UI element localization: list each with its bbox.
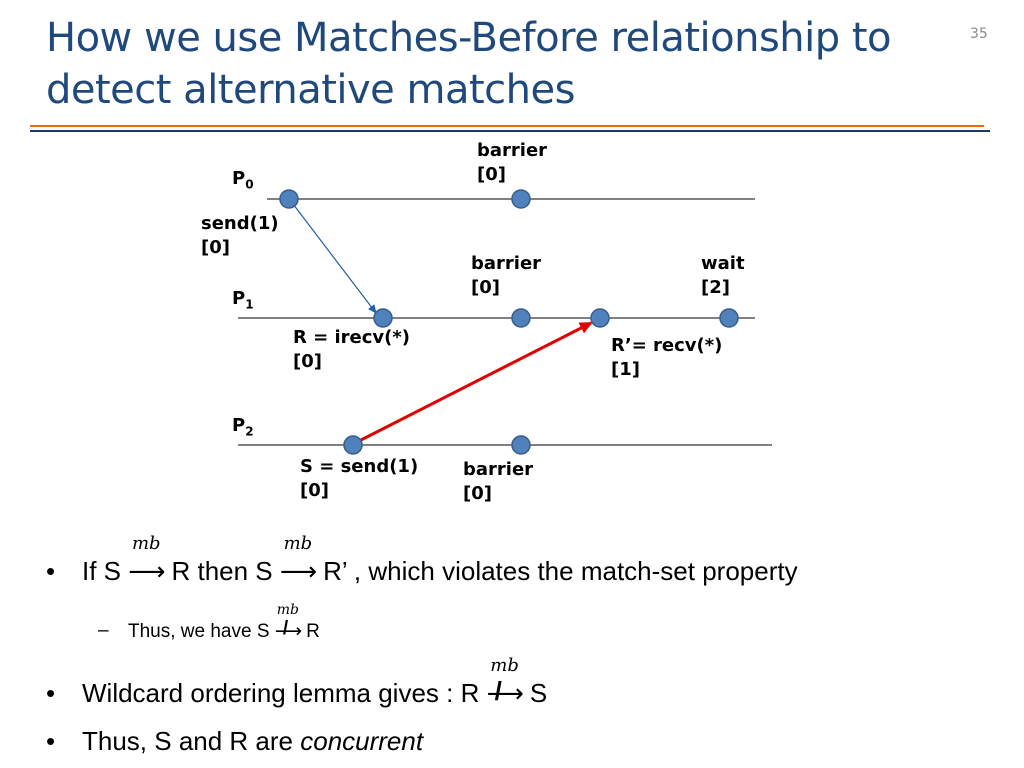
event-node-p1-barrier: [511, 308, 531, 328]
process-label-p1: P1: [232, 288, 254, 312]
sub-bullet-marker: –: [98, 620, 109, 641]
bullet-marker: •: [46, 556, 56, 586]
event-label-p2-send: S = send(1) [0]: [300, 456, 419, 501]
alternative-match-arrow: [352, 321, 593, 446]
bullet-marker: •: [46, 726, 56, 756]
matches-before-diagram: [238, 189, 772, 455]
not-matches-before-relation: mb⟶/: [486, 655, 524, 710]
not-matches-before-relation: mb⟶/: [274, 602, 303, 642]
event-node-p1-irecv: [373, 308, 393, 328]
bullet-marker: •: [46, 678, 56, 708]
title-divider-orange: [30, 125, 984, 127]
bullet-1-sub: – Thus, we have S mb⟶/ R: [98, 602, 320, 647]
bullet-1: • If S mb⟶ R then S mb⟶ R’ , which viola…: [46, 533, 798, 588]
process-label-p0: P0: [232, 168, 254, 192]
event-label-p0-send: send(1) [0]: [201, 213, 279, 258]
title-divider-navy: [30, 130, 990, 132]
bullet-3: • Thus, S and R are concurrent: [46, 726, 424, 756]
event-label-p1-irecv: R = irecv(*) [0]: [293, 327, 410, 372]
page-title: How we use Matches-Before relationship t…: [46, 15, 892, 113]
match-arrow-send-to-irecv: [289, 199, 377, 314]
bullet-2: • Wildcard ordering lemma gives : R mb⟶/…: [46, 655, 548, 710]
event-node-p1-recv: [590, 308, 610, 328]
process-label-p2: P2: [232, 415, 254, 439]
event-node-p2-send: [343, 435, 363, 455]
matches-before-relation: mb⟶: [279, 533, 318, 588]
event-label-p1-recv: R’= recv(*) [1]: [611, 335, 723, 380]
event-label-p2-barrier: barrier [0]: [463, 459, 534, 504]
event-node-p0-barrier: [511, 189, 531, 209]
page-number: 35: [970, 26, 988, 42]
event-label-p1-barrier: barrier [0]: [471, 253, 542, 298]
event-label-p1-wait: wait [2]: [701, 253, 745, 298]
matches-before-relation: mb⟶: [128, 533, 166, 588]
event-node-p0-send: [279, 189, 299, 209]
event-node-p2-barrier: [511, 435, 531, 455]
event-label-p0-barrier: barrier [0]: [477, 140, 548, 185]
event-node-p1-wait: [719, 308, 739, 328]
